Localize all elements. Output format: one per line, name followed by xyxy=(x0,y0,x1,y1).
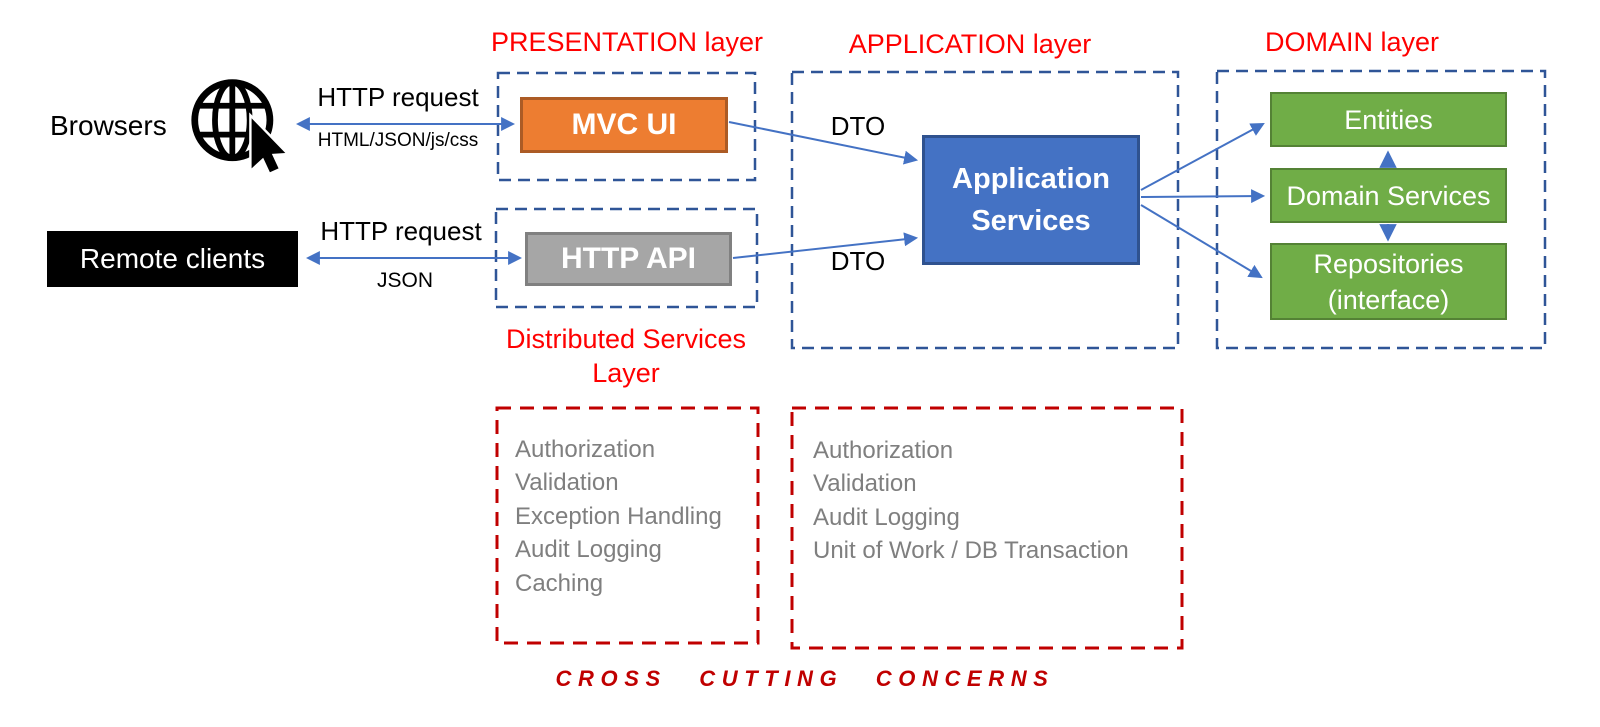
cross-cutting-right-frame xyxy=(790,406,1184,650)
application-layer-title: APPLICATION layer xyxy=(848,29,1092,59)
browser-link-payload: HTML/JSON/js/css xyxy=(317,130,479,151)
distributed-services-layer-title-line2: Layer xyxy=(592,358,660,388)
remote-link-payload: JSON xyxy=(376,269,433,292)
application-layer-frame xyxy=(790,70,1180,350)
cross-cutting-caption: CROSS CUTTING CONCERNS xyxy=(555,666,1055,691)
repositories-box: Repositories (interface) xyxy=(1270,243,1507,320)
list-item: Exception Handling xyxy=(515,502,722,530)
list-item: Unit of Work / DB Transaction xyxy=(813,537,1129,565)
browsers-label: Browsers xyxy=(50,110,167,141)
globe-icon xyxy=(191,79,291,176)
arrow-appservices-domainservices xyxy=(1140,189,1266,204)
http-api-box: HTTP API xyxy=(525,232,732,286)
arrow-appservices-repositories xyxy=(1140,204,1263,279)
arrow-appservices-entities xyxy=(1140,123,1265,191)
list-item: Validation xyxy=(813,470,917,498)
distributed-services-layer-title: Distributed Services Layer xyxy=(446,322,806,390)
dto-label-top: DTO xyxy=(830,111,886,141)
remote-clients-box: Remote clients xyxy=(47,231,298,287)
domain-services-box: Domain Services xyxy=(1270,168,1507,223)
list-item: Authorization xyxy=(515,436,656,463)
mvc-ui-box: MVC UI xyxy=(520,97,728,153)
browser-link-label: HTTP request xyxy=(317,82,479,112)
list-item: Audit Logging xyxy=(813,503,960,531)
list-item: Audit Logging xyxy=(515,536,662,564)
arrow-httpapi-appservices xyxy=(732,232,919,259)
distributed-services-layer-title-line1: Distributed Services xyxy=(505,324,747,354)
dto-label-bottom: DTO xyxy=(830,246,886,276)
list-item: Authorization xyxy=(813,437,954,464)
cross-cutting-left-list: Authorization Validation Exception Handl… xyxy=(515,433,722,600)
domain-layer-frame xyxy=(1215,69,1547,350)
domain-layer-title: DOMAIN layer xyxy=(1264,27,1440,57)
list-item: Caching xyxy=(515,569,604,597)
entities-box: Entities xyxy=(1270,92,1507,147)
remote-link-label: HTTP request xyxy=(320,216,482,246)
arrow-mvcui-appservices xyxy=(728,121,919,165)
presentation-layer-title: PRESENTATION layer xyxy=(490,27,764,57)
list-item: Validation xyxy=(515,469,619,497)
application-services-box: Application Services xyxy=(922,135,1140,265)
cross-cutting-left-frame xyxy=(495,406,760,645)
cross-cutting-right-list: Authorization Validation Audit Logging U… xyxy=(813,434,1129,568)
